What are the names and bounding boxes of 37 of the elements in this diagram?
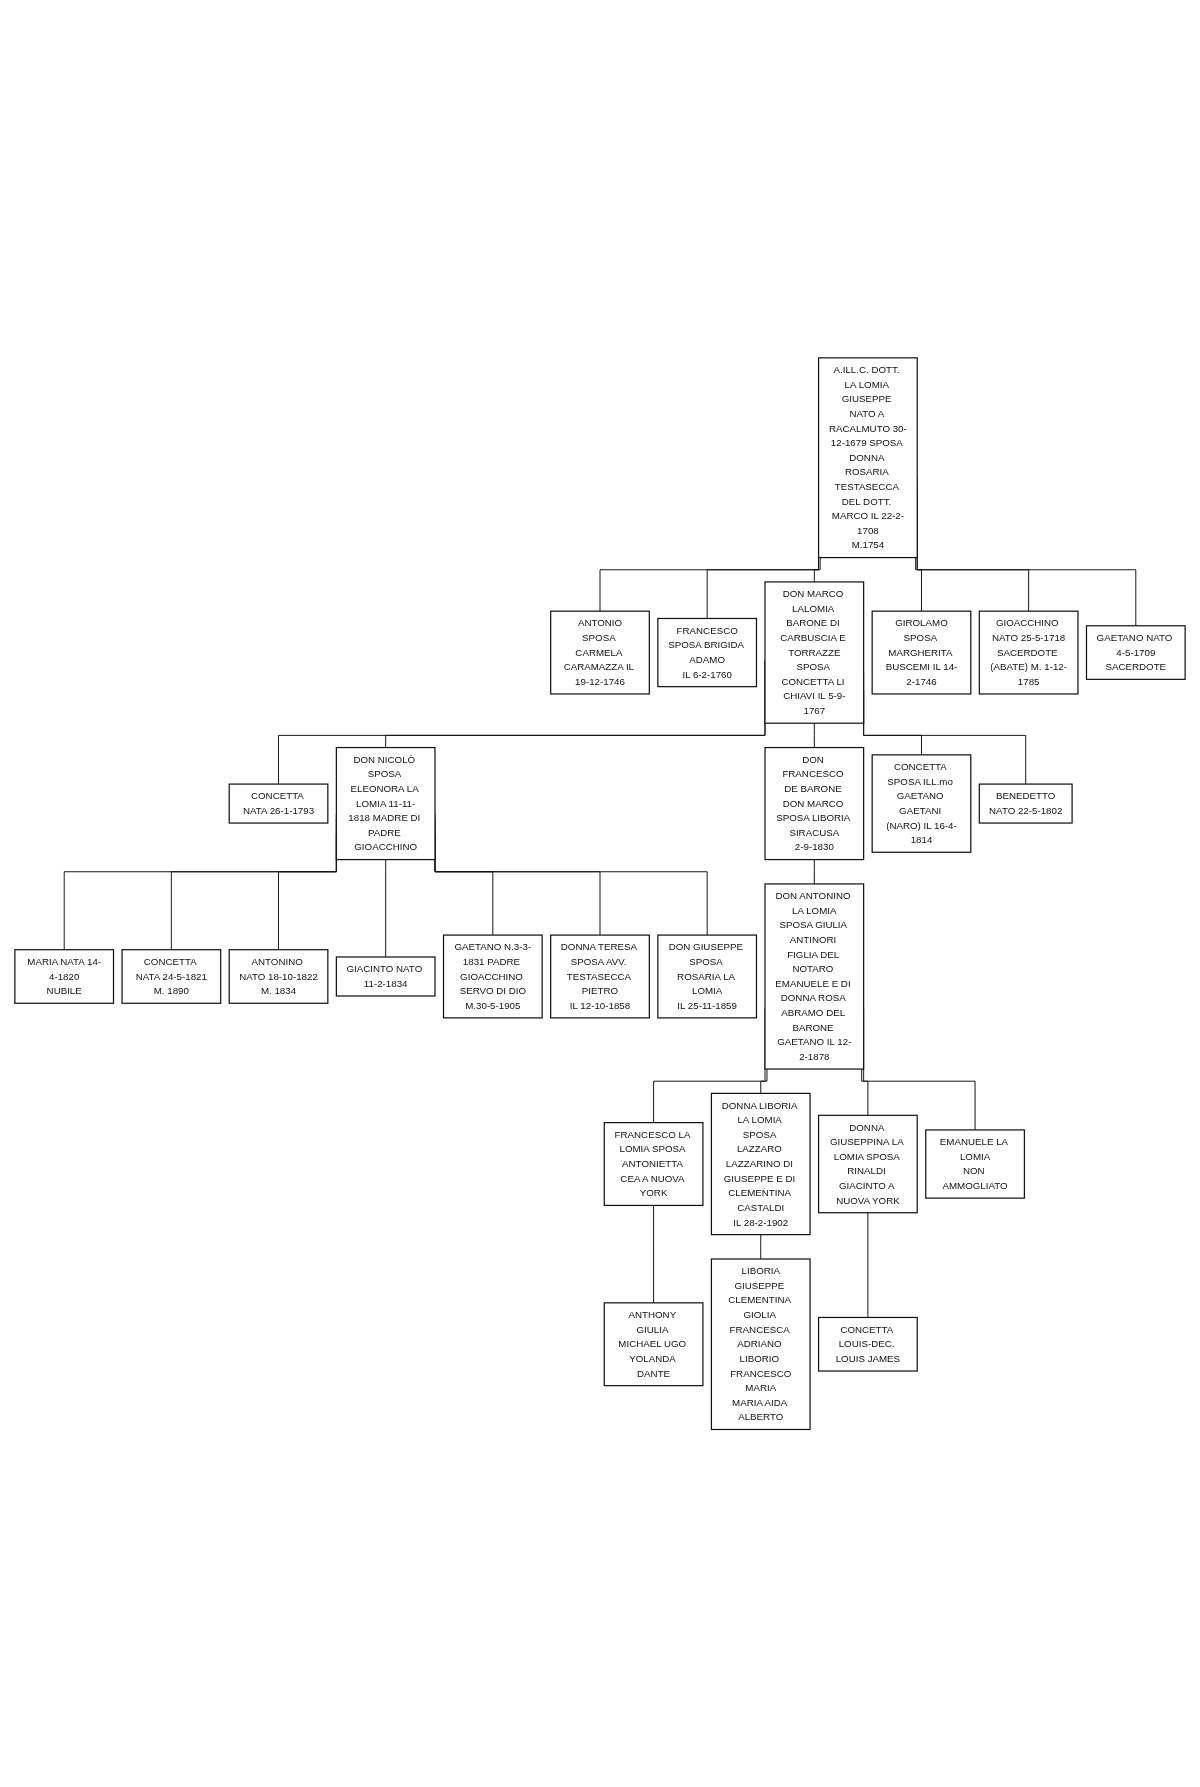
connector (861, 1068, 869, 1116)
node-box: FRANCESCO SPOSA BRIGIDA ADAMO IL 6-2-1760 (657, 617, 758, 688)
node-box: CONCETTA SPOSA ILL.mo GAETANO GAETANI (NARO) IL 16-4-1814 (871, 754, 972, 853)
connector (813, 556, 821, 583)
connector (760, 1233, 762, 1260)
connector (653, 1204, 655, 1304)
node-box: ANTONIO SPOSA CARMELA CARAMAZZA IL 19-12-1746 (550, 610, 650, 695)
node-box: BENEDETTO NATO 22-5-1802 (978, 783, 1073, 824)
connector (813, 722, 815, 748)
node-box: CONCETTA NATA 24-5-1821 M. 1890 (121, 948, 222, 1004)
node-box: DON FRANCESCO DE BARONE DON MARCO SPOSA LIBORIA SIRACUSA 2-9-1830 (764, 746, 865, 860)
node-box: DONNA LIBORIA LA LOMIA SPOSA LAZZARO LAZZARINO DI GIUSEPPE E DI CLEMENTINA CASTALDI IL 28-2-1902 (710, 1092, 811, 1236)
node-box: DONNA GIUSEPPINA LA LOMIA SPOSA RINALDI GIACINTO A NUOVA YORK (818, 1114, 918, 1214)
connector (385, 858, 387, 958)
node-box: ANTHONY GIULIA MICHAEL UGO YOLANDA DANTE (603, 1302, 704, 1387)
node-box: DON NICOLÒ SPOSA ELEONORA LA LOMIA 11-11-1818 MADRE DI PADRE GIOACCHINO (335, 746, 436, 860)
connector (813, 858, 815, 885)
node-box: MARIA NATA 14-4-1820 NUBILE (14, 948, 115, 1004)
node-box: DON MARCO LALOMIA BARONE DI CARBUSCIA E TORRAZZE SPOSA CONCETTA LI CHIAVI IL 5-9-1767 (764, 581, 865, 724)
node-box: CONCETTA LOUIS-DEC. LOUIS JAMES (818, 1316, 918, 1372)
connector (867, 1212, 869, 1318)
node-box: DONNA TERESA SPOSA AVV. TESTASECCA PIETRO IL 12-10-1858 (550, 934, 650, 1019)
connector (915, 556, 922, 612)
node-box: GIOACCHINO NATO 25-5-1718 SACERDOTE (ABATE) M. 1-12-1785 (978, 610, 1079, 695)
node-box: A.ILL.C. DOTT. LA LOMIA GIUSEPPE NATO A RACALMUTO 30-12-1679 SPOSA DONNA ROSARIA TESTASECCA DEL DOTT. MARCO IL 22-2-1708 M.1754 (818, 357, 918, 558)
node-box: GIROLAMO SPOSA MARGHERITA BUSCEMI IL 14-2-1746 (871, 610, 972, 695)
connector (760, 1068, 768, 1094)
node-box: DON ANTONINO LA LOMIA SPOSA GIULIA ANTINORI FIGLIA DEL NOTARO EMANUELE E DI DONNA ROSA ABRAMO DEL BARONE GAETANO IL 12-2-1878 (764, 883, 865, 1070)
node-box: CONCETTA NATA 26-1-1793 (228, 783, 329, 824)
node-box: LIBORIA GIUSEPPE CLEMENTINA GIOLIA FRANCESCA ADRIANO LIBORIO FRANCESCO MARIA MARIA AIDA ALBERTO (710, 1258, 811, 1430)
node-box: ANTONINO NATO 18-10-1822 M. 1834 (228, 948, 329, 1004)
node-box: EMANUELE LA LOMIA NON AMMOGLIATO (925, 1129, 1025, 1199)
node-box: GAETANO NATO 4-5-1709 SACERDOTE (1085, 625, 1186, 680)
node-box: DON GIUSEPPE SPOSA ROSARIA LA LOMIA IL 25-11-1859 (657, 934, 758, 1019)
node-box: FRANCESCO LA LOMIA SPOSA ANTONIETTA CEA A NUOVA YORK (603, 1121, 704, 1206)
node-box: GAETANO N.3-3-1831 PADRE GIOACCHINO SERVO DI DIO M.30-5-1905 (442, 934, 543, 1019)
node-box: GIACINTO NATO 11-2-1834 (335, 956, 436, 997)
